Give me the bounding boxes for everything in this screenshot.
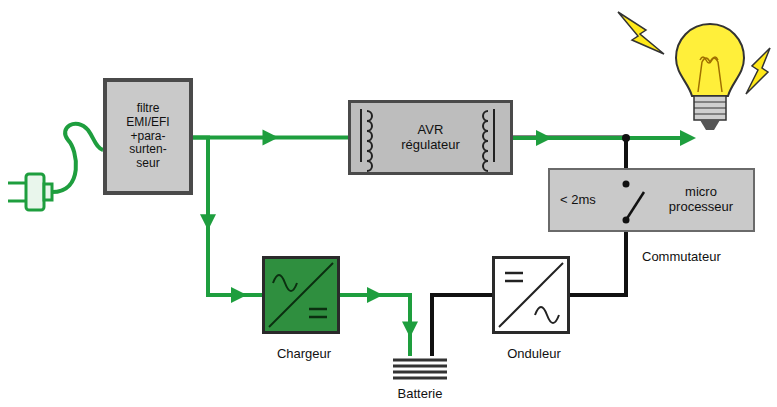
connector	[570, 232, 626, 295]
switch-box: < 2msmicro processeurCommutateur	[548, 168, 755, 232]
output-wire	[513, 130, 696, 146]
arrow-head	[263, 130, 279, 146]
filter-box: filtre EMI/EFI +para- surten- seur	[103, 78, 193, 195]
connector-group	[193, 130, 348, 146]
connector	[340, 295, 410, 356]
battery-symbol: Batterie	[390, 356, 450, 384]
arrow-head	[200, 214, 216, 230]
connector-group	[432, 295, 492, 356]
connector	[193, 138, 262, 296]
arrow-head	[402, 322, 418, 338]
connector-group	[193, 138, 262, 304]
box-label: Batterie	[365, 387, 475, 402]
inverter-box-icon	[495, 259, 567, 331]
power-plug	[8, 124, 103, 210]
box-label: Chargeur	[249, 347, 359, 362]
connector-group	[570, 232, 626, 295]
connector-group	[513, 138, 626, 169]
box-label: < 2ms	[560, 193, 618, 208]
arrow-head	[367, 287, 383, 303]
lightning-bolt	[618, 12, 664, 54]
box-label: AVR régulateur	[391, 123, 470, 153]
regulator-box: AVR régulateur	[348, 100, 513, 175]
box-sublabel: Commutateur	[642, 250, 756, 265]
connector	[513, 138, 626, 169]
box-label: Onduleur	[479, 347, 589, 362]
charger-box: Chargeur	[262, 256, 340, 334]
light-bulb	[676, 24, 744, 130]
inverter-box: Onduleur	[492, 256, 570, 334]
lightning-bolt	[746, 48, 770, 94]
box-sublabel: micro processeur	[652, 185, 750, 215]
connector-group	[340, 287, 418, 356]
connector	[432, 295, 492, 356]
arrow-head	[231, 287, 247, 303]
box-label: filtre EMI/EFI +para- surten- seur	[117, 102, 179, 171]
battery-symbol-icon	[390, 356, 450, 384]
charger-box-icon	[265, 259, 337, 331]
